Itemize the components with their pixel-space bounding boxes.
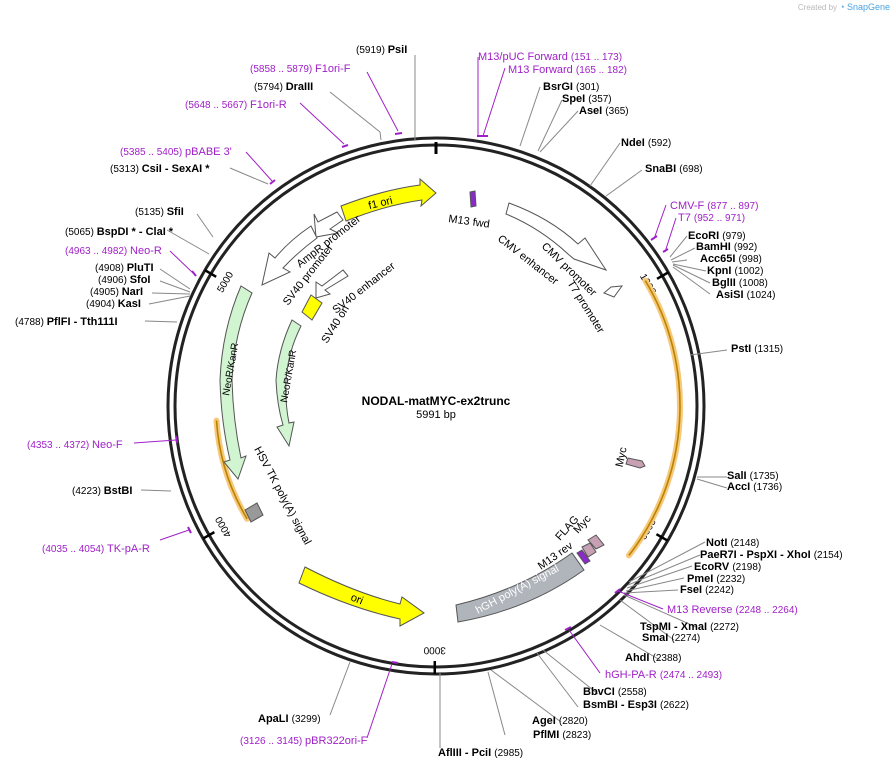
- restriction-site-label[interactable]: AseI (365): [579, 105, 629, 117]
- restriction-site-label[interactable]: (5065) BspDI * - ClaI *: [65, 226, 174, 238]
- created-by-text: Created by: [797, 3, 838, 12]
- restriction-site-label[interactable]: PmeI (2232): [687, 573, 745, 585]
- restriction-site-label[interactable]: PaeR7I - PspXI - XhoI (2154): [700, 549, 843, 561]
- restriction-site-label[interactable]: (5919) PsiI: [356, 44, 407, 56]
- restriction-site-label[interactable]: PflMI (2823): [533, 729, 591, 741]
- feature-sv40-ori[interactable]: [301, 294, 323, 321]
- primer-label[interactable]: CMV-F (877 .. 897): [670, 200, 758, 212]
- restriction-site-label[interactable]: (5135) SfiI: [135, 206, 184, 218]
- feature-myc-1[interactable]: [625, 457, 646, 469]
- restriction-site-label[interactable]: TspMI - XmaI (2272): [640, 621, 739, 633]
- feature-m13-fwd[interactable]: [469, 190, 477, 208]
- primer-label[interactable]: M13 Forward (165 .. 182): [508, 64, 627, 76]
- feature-neor-kanr-2[interactable]: [275, 319, 302, 448]
- primer-label[interactable]: M13/pUC Forward (151 .. 173): [478, 51, 622, 63]
- feature-ori[interactable]: [298, 566, 425, 627]
- primer-label[interactable]: T7 (952 .. 971): [678, 212, 745, 224]
- label-myc-1: Myc: [614, 446, 630, 469]
- restriction-site-label[interactable]: EcoRI (979): [688, 230, 746, 242]
- feature-hsv-tk-polya[interactable]: [244, 502, 264, 523]
- feature-sv40-promoter[interactable]: [261, 225, 318, 286]
- primer-label[interactable]: (5858 .. 5879) F1ori-F: [250, 63, 351, 75]
- restriction-site-label[interactable]: BamHI (992): [696, 241, 757, 253]
- label-ori: ori: [349, 592, 365, 608]
- plasmid-name: NODAL-matMYC-ex2trunc: [362, 394, 511, 408]
- restriction-site-label[interactable]: (5313) CsiI - SexAI *: [110, 163, 210, 175]
- label-hsv-tk-polya: HSV TK poly(A) signal: [251, 445, 313, 547]
- restriction-site-label[interactable]: SnaBI (698): [645, 163, 703, 175]
- snapgene-name: SnapGene: [846, 2, 890, 12]
- feature-cmv-enhancer[interactable]: [505, 202, 608, 271]
- primer-label[interactable]: (3126 .. 3145) pBR322ori-F: [240, 735, 368, 747]
- primer-marks: [175, 132, 669, 664]
- tick-label: 5000: [215, 270, 236, 295]
- restriction-site-label[interactable]: BbvCI (2558): [583, 686, 647, 698]
- tick-label: 4000: [213, 514, 234, 539]
- restriction-site-label[interactable]: PstI (1315): [731, 343, 783, 355]
- tick-label: 3000: [423, 644, 446, 655]
- restriction-site-label[interactable]: BglII (1008): [712, 277, 768, 289]
- restriction-site-label[interactable]: KpnI (1002): [707, 265, 763, 277]
- feature-m13-rev[interactable]: [576, 549, 591, 565]
- primer-label[interactable]: (4963 .. 4982) Neo-R: [65, 245, 162, 257]
- restriction-site-label[interactable]: (4223) BstBI: [72, 485, 132, 497]
- plasmid-size: 5991 bp: [416, 409, 456, 421]
- feature-sv40-enhancer[interactable]: [315, 269, 349, 299]
- restriction-site-label[interactable]: BsrGI (301): [543, 81, 599, 93]
- primer-label[interactable]: (4353 .. 4372) Neo-F: [27, 439, 123, 451]
- restriction-site-label[interactable]: AsiSI (1024): [716, 289, 775, 301]
- primer-labels: (5858 .. 5879) F1ori-F (5648 .. 5667) F1o…: [27, 51, 798, 747]
- tick-mark: [202, 531, 215, 540]
- site-leader-lines: [140, 55, 728, 748]
- orange-arc-line: [215, 420, 248, 520]
- feature-cmv-promoter-tip[interactable]: [603, 285, 624, 298]
- restriction-site-label[interactable]: (5794) DraIII: [254, 81, 313, 93]
- restriction-site-label[interactable]: (4788) PflFI - Tth111I: [15, 316, 118, 328]
- restriction-site-label[interactable]: AflIII - PciI (2985): [438, 747, 523, 759]
- snapgene-branding: Created by ◔ SnapGene: [798, 2, 890, 12]
- restriction-site-label[interactable]: (4905) NarI: [90, 286, 143, 298]
- feature-hgh-polya[interactable]: [455, 552, 585, 623]
- orange-highlight-arcs: [213, 277, 683, 559]
- restriction-site-label[interactable]: (4906) SfoI: [98, 274, 150, 286]
- restriction-site-label[interactable]: NdeI (592): [621, 137, 671, 149]
- tick-mark: [204, 269, 217, 278]
- restriction-site-label[interactable]: SmaI (2274): [642, 632, 700, 644]
- primer-label[interactable]: M13 Reverse (2248 .. 2264): [667, 604, 798, 616]
- restriction-site-label[interactable]: SalI (1735): [727, 470, 779, 482]
- label-f1-ori: f1 ori: [367, 195, 394, 213]
- restriction-site-label[interactable]: (4908) PluTI: [95, 262, 154, 274]
- label-m13-fwd: M13 fwd: [448, 213, 491, 231]
- feature-f1-ori[interactable]: [340, 177, 437, 222]
- restriction-site-label[interactable]: ApaLI (3299): [258, 713, 321, 725]
- restriction-site-label[interactable]: (4904) KasI: [86, 298, 141, 310]
- restriction-site-label[interactable]: EcoRV (2198): [694, 561, 761, 573]
- snapgene-logo-icon: ◔: [839, 2, 845, 12]
- primer-label[interactable]: (4035 .. 4054) TK-pA-R: [42, 543, 150, 555]
- restriction-site-label[interactable]: SpeI (357): [562, 93, 612, 105]
- restriction-site-label[interactable]: AgeI (2820): [532, 715, 588, 727]
- restriction-site-label[interactable]: NotI (2148): [706, 537, 759, 549]
- tick-mark: [655, 533, 669, 542]
- restriction-site-label[interactable]: AccI (1736): [727, 481, 782, 493]
- restriction-site-label[interactable]: BsmBI - Esp3I (2622): [583, 699, 689, 711]
- feature-neor-kanr-1[interactable]: [219, 285, 253, 481]
- restriction-site-label[interactable]: Acc65I (998): [700, 253, 762, 265]
- restriction-site-label[interactable]: AhdI (2388): [625, 652, 681, 664]
- restriction-site-label[interactable]: FseI (2242): [680, 584, 734, 596]
- primer-leader-lines: [133, 57, 677, 739]
- feature-ampr-promoter[interactable]: [313, 211, 344, 238]
- primer-label[interactable]: (5648 .. 5667) F1ori-R: [185, 99, 287, 111]
- feature-myc-2[interactable]: [587, 534, 605, 550]
- backbone-outer: [166, 136, 706, 676]
- primer-label[interactable]: hGH-PA-R (2474 .. 2493): [605, 669, 722, 681]
- feature-flag[interactable]: [581, 542, 597, 558]
- primer-label[interactable]: (5385 .. 5405) pBABE 3': [120, 146, 232, 158]
- tick-mark: [656, 271, 669, 280]
- restriction-site-labels: (5919) PsiI (5794) DraIII (5313) CsiI - Se…: [15, 44, 843, 759]
- orange-arc-line: [628, 280, 681, 556]
